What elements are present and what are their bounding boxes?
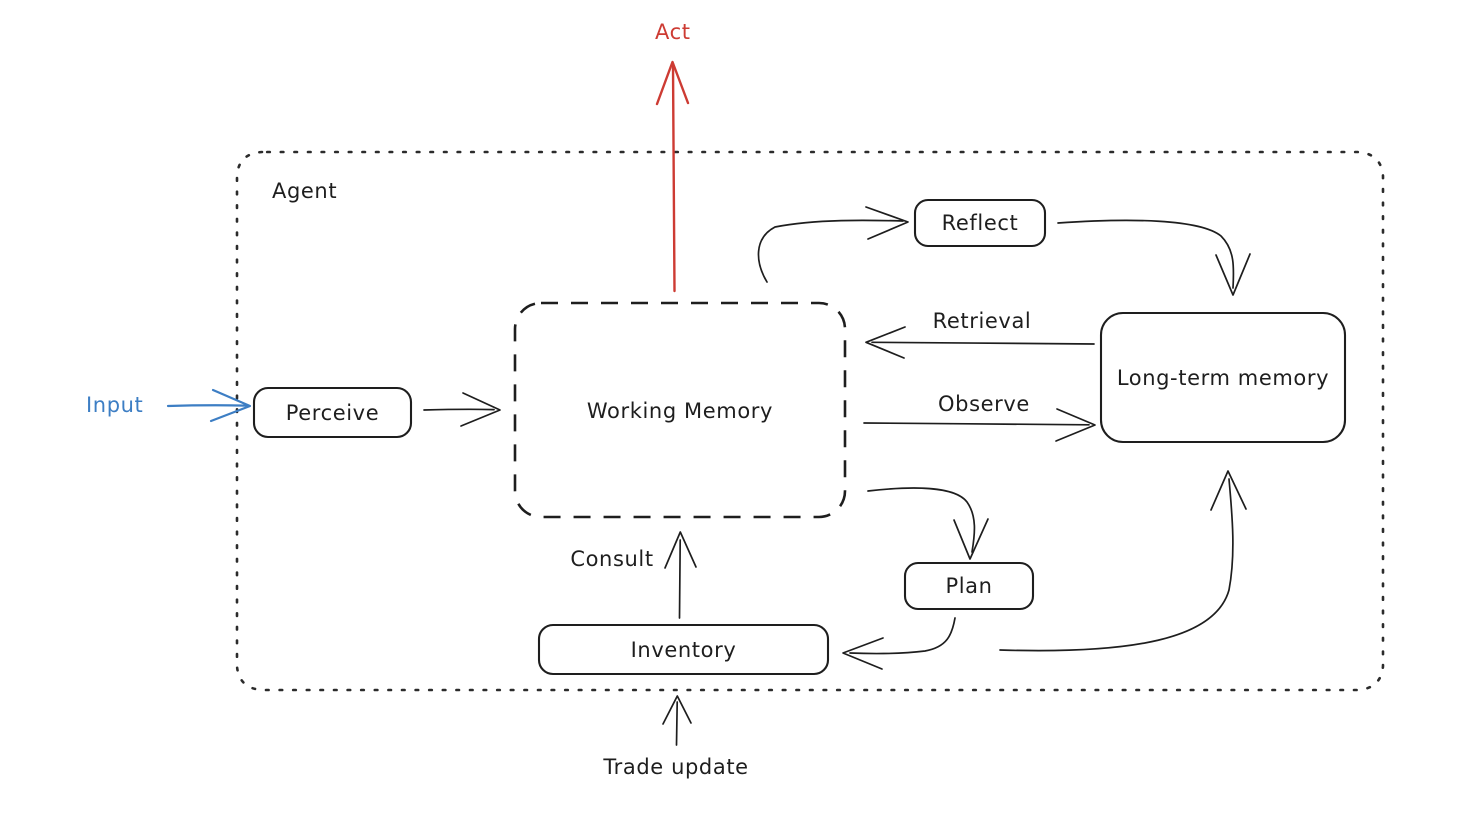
node-long-term-memory-box[interactable] (1099, 311, 1347, 444)
edge-trade-update-to-inventory (662, 695, 692, 746)
edge-reflect-to-long-term-memory (1057, 219, 1251, 296)
edge-observe-label: Observe (938, 392, 1030, 416)
node-long-term-memory[interactable]: Long-term memory (1099, 311, 1347, 444)
edge-reflect-to-long-term-memory-arrowhead (1215, 253, 1251, 296)
node-reflect-label: Reflect (942, 211, 1019, 235)
edge-plan-to-inventory (842, 617, 956, 670)
node-reflect[interactable]: Reflect (913, 198, 1047, 248)
edge-input-to-perceive-line (166, 404, 248, 408)
edge-consult-arrowhead (664, 531, 697, 569)
node-working-memory-box[interactable] (513, 301, 847, 519)
edge-retrieval-line (871, 341, 1095, 345)
edge-act-line (671, 62, 676, 293)
edge-consult-line (678, 539, 682, 619)
edge-inventory-to-working-memory: Consult (570, 531, 697, 619)
edge-plan-to-long-term-memory-line (999, 478, 1234, 652)
edge-working-memory-to-act (655, 60, 690, 293)
node-perceive-label: Perceive (286, 401, 379, 425)
edge-plan-to-long-term-memory-arrowhead (1210, 470, 1247, 511)
act-label: Act (655, 20, 691, 44)
edge-working-memory-to-reflect-arrowhead (865, 206, 909, 240)
edge-trade-update-arrowhead (662, 695, 692, 725)
edge-input-to-perceive-arrowhead (209, 388, 252, 423)
node-working-memory-label: Working Memory (587, 399, 773, 423)
node-plan-box[interactable] (903, 561, 1035, 611)
edge-act-arrowhead (655, 60, 690, 106)
edge-input-to-perceive (166, 388, 252, 423)
node-working-memory[interactable]: Working Memory (513, 301, 847, 519)
edge-plan-to-inventory-arrowhead (842, 637, 884, 670)
edge-perceive-to-working-memory (423, 392, 501, 427)
edge-plan-to-inventory-line (849, 617, 956, 655)
edge-working-memory-to-plan-arrowhead (953, 518, 989, 560)
node-inventory-box[interactable] (537, 623, 830, 676)
edge-working-memory-to-reflect (757, 206, 909, 283)
edge-consult-label: Consult (570, 547, 653, 571)
node-reflect-box[interactable] (913, 198, 1047, 248)
edge-perceive-to-working-memory-line (423, 408, 495, 411)
edge-retrieval-arrowhead (865, 326, 906, 359)
node-plan[interactable]: Plan (903, 561, 1035, 611)
node-inventory[interactable]: Inventory (537, 623, 830, 676)
edge-perceive-to-working-memory-arrowhead (460, 392, 501, 427)
edge-trade-update-line (675, 701, 679, 746)
node-long-term-memory-label: Long-term memory (1117, 366, 1329, 390)
node-perceive[interactable]: Perceive (252, 386, 413, 439)
edge-observe-line (863, 422, 1090, 426)
edge-retrieval-label: Retrieval (933, 309, 1032, 333)
agent-container-label: Agent (272, 179, 337, 203)
edge-reflect-to-long-term-memory-line (1057, 219, 1235, 289)
agent-container: Agent (235, 150, 1385, 692)
input-label: Input (86, 393, 143, 417)
edge-working-memory-to-long-term-memory: Observe (863, 392, 1096, 442)
node-plan-label: Plan (945, 574, 992, 598)
edge-working-memory-to-plan-line (867, 487, 976, 553)
agent-container-border (235, 150, 1385, 692)
edge-plan-to-long-term-memory (999, 470, 1247, 652)
edge-observe-arrowhead (1055, 408, 1096, 442)
edge-working-memory-to-reflect-line (757, 219, 904, 283)
edge-working-memory-to-plan (867, 487, 989, 560)
node-inventory-label: Inventory (631, 638, 737, 662)
edge-long-term-memory-to-working-memory: Retrieval (865, 309, 1095, 359)
node-perceive-box[interactable] (252, 386, 413, 439)
trade-update-label: Trade update (602, 755, 748, 779)
